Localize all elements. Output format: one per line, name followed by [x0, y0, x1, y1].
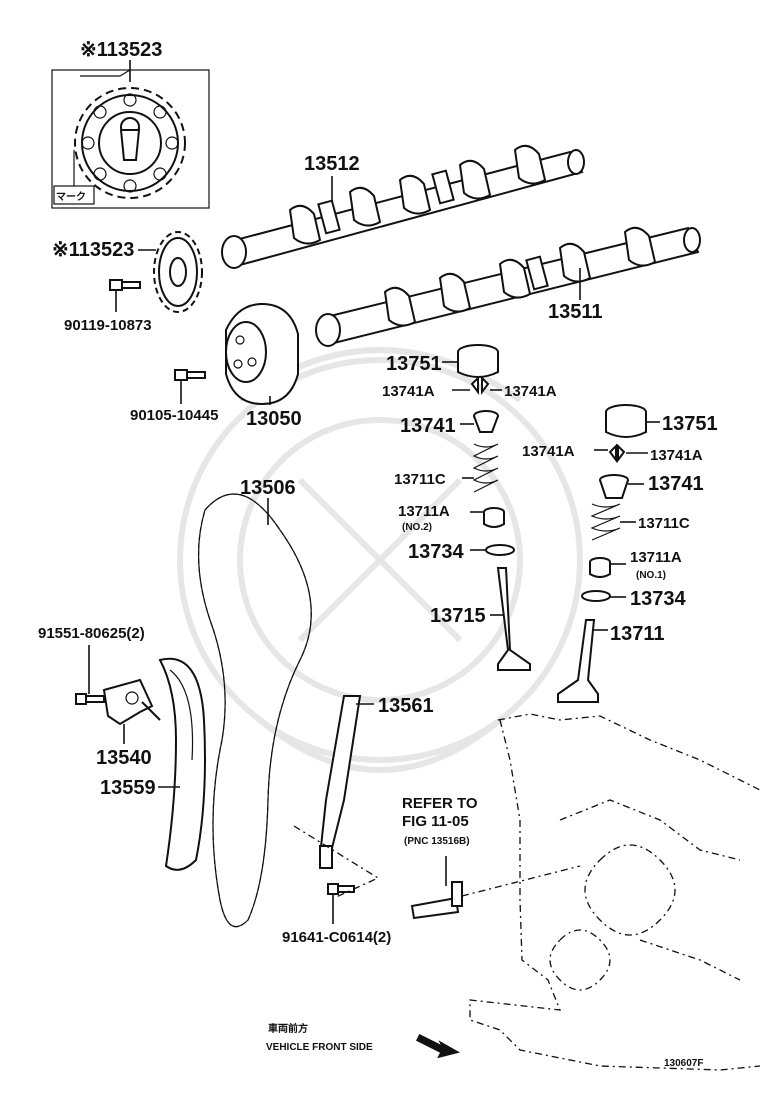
- label-vvt-gear: 13050: [246, 408, 302, 430]
- exhaust-camshaft-icon: [221, 144, 585, 269]
- camshaft-sprocket-icon: [153, 231, 203, 313]
- tensioner-icon: [102, 678, 161, 726]
- label-intake-valve: 13711: [610, 623, 665, 645]
- label-spring-a: 13711C: [394, 471, 446, 488]
- retainer-a-icon: [473, 410, 499, 433]
- tensioner-bolt-icon: [75, 693, 105, 705]
- spring-a-icon: [472, 443, 499, 493]
- lifter-b-icon: [605, 404, 647, 438]
- seal-a-icon: [485, 544, 515, 556]
- label-seal-a: 13734: [408, 541, 464, 563]
- label-exhaust-camshaft: 13512: [304, 153, 360, 175]
- sprocket-detail-icon: [74, 87, 186, 199]
- label-seat-a: 13711A: [398, 503, 450, 520]
- label-keeper-a-right: 13741A: [504, 383, 557, 400]
- retainer-b-icon: [599, 474, 629, 499]
- label-bolt-sprocket: 90119-10873: [64, 317, 152, 334]
- label-intake-camshaft: 13511: [548, 301, 603, 323]
- chain-slipper-icon: [158, 657, 206, 871]
- label-seal-b: 13734: [630, 588, 686, 610]
- label-keeper-b-left: 13741A: [522, 443, 575, 460]
- spring-b-icon: [590, 503, 621, 541]
- label-figure-id: 130607F: [664, 1058, 703, 1069]
- label-sprocket-detail: ※113523: [80, 39, 162, 61]
- label-refer-line2: FIG 11-05: [402, 813, 469, 830]
- label-exhaust-valve: 13715: [430, 605, 486, 627]
- label-chain: 13506: [240, 477, 296, 499]
- mark-callout: [53, 150, 95, 205]
- label-retainer-a: 13741: [400, 415, 456, 437]
- label-lifter-a: 13751: [386, 353, 442, 375]
- label-refer-line1: REFER TO: [402, 795, 478, 812]
- sprocket-bolt-icon: [109, 279, 141, 291]
- label-keeper-b-right: 13741A: [650, 447, 703, 464]
- label-mark: マーク: [56, 191, 86, 203]
- oil-pump-shaft-icon: [410, 881, 463, 920]
- label-front-jp: 車両前方: [268, 1022, 308, 1035]
- label-spring-b: 13711C: [638, 515, 690, 532]
- label-seat-a-note: (NO.2): [402, 522, 432, 533]
- label-lifter-b: 13751: [662, 413, 718, 435]
- label-seat-b: 13711A: [630, 549, 682, 566]
- engine-block-outline: [469, 713, 760, 1071]
- damper-phantom-line: [293, 825, 380, 899]
- label-refer-line3: (PNC 13516B): [404, 836, 470, 847]
- label-bolt-tensioner: 91551-80625(2): [38, 625, 145, 642]
- label-front-en: VEHICLE FRONT SIDE: [266, 1042, 373, 1053]
- intake-camshaft-icon: [315, 226, 701, 347]
- label-damper: 13561: [378, 695, 434, 717]
- label-slipper: 13559: [100, 777, 156, 799]
- front-direction-arrow-icon: [415, 1033, 460, 1059]
- timing-chain-icon: [197, 493, 312, 928]
- label-keeper-a-left: 13741A: [382, 383, 435, 400]
- lifter-a-icon: [457, 344, 499, 378]
- intake-valve-icon: [557, 619, 599, 703]
- keeper-a-icon: [470, 375, 490, 395]
- label-tensioner: 13540: [96, 747, 152, 769]
- chain-damper-icon: [318, 695, 362, 869]
- vvt-gear-icon: [225, 302, 299, 406]
- vvt-bolt-icon: [174, 369, 206, 381]
- label-retainer-b: 13741: [648, 473, 704, 495]
- exhaust-valve-icon: [496, 567, 531, 671]
- keeper-b-icon: [608, 443, 626, 463]
- seat-b-icon: [589, 557, 611, 578]
- damper-bolt-icon: [327, 883, 355, 895]
- seal-b-icon: [581, 590, 611, 602]
- sprocket-detail-box: [51, 60, 210, 209]
- label-seat-b-note: (NO.1): [636, 570, 666, 581]
- seat-a-icon: [483, 507, 505, 528]
- label-bolt-damper: 91641-C0614(2): [282, 929, 391, 946]
- label-bolt-vvt: 90105-10445: [130, 407, 218, 424]
- label-sprocket: ※113523: [52, 239, 134, 261]
- watermark-emblem: [177, 347, 583, 773]
